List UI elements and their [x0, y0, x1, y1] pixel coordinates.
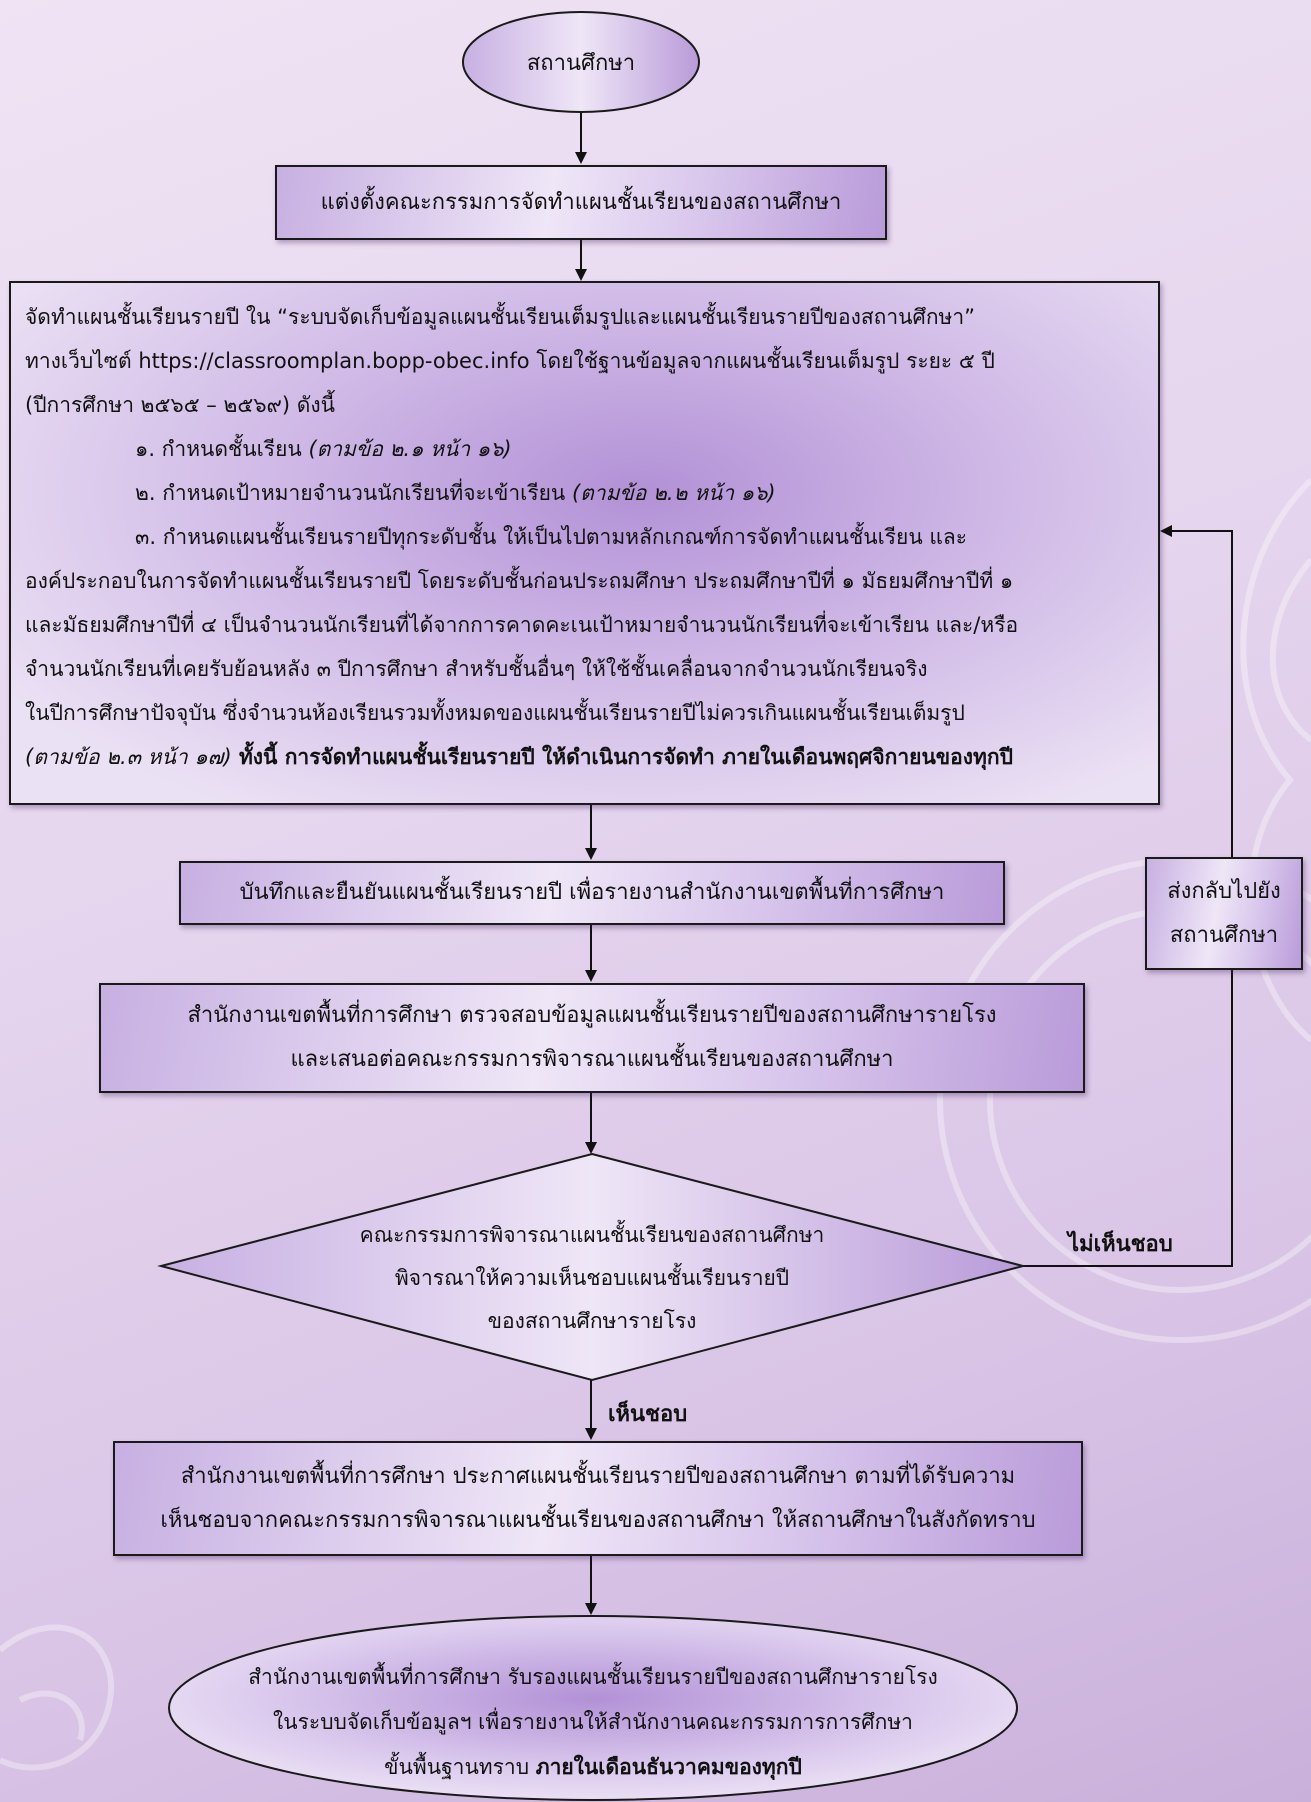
approve-label: เห็นชอบ [608, 1402, 688, 1427]
prepare-item-3-ref: (ตามข้อ ๒.๓ หน้า ๑๗) [25, 745, 232, 769]
prepare-item-2: ๒. กำหนดเป้าหมายจำนวนนักเรียนที่จะเข้าเร… [25, 471, 1144, 515]
certify-line-3: ขั้นพื้นฐานทราบ ภายในเดือนธันวาคมของทุกป… [384, 1752, 802, 1781]
prepare-item-3-line-3: และมัธยมศึกษาปีที่ ๔ เป็นจำนวนนักเรียนที… [25, 613, 1019, 637]
record-confirm-text: บันทึกและยืนยันแผนชั้นเรียนรายปี เพื่อรา… [239, 880, 945, 905]
announce-plan-box: สำนักงานเขตพื้นที่การศึกษา ประกาศแผนชั้น… [113, 1441, 1083, 1556]
decision-line-2: พิจารณาให้ความเห็นชอบแผนชั้นเรียนรายปี [395, 1263, 789, 1290]
prepare-item-3-line-1: ๓. กำหนดแผนชั้นเรียนรายปีทุกระดับชั้น ให… [135, 525, 968, 549]
prepare-line-1: จัดทำแผนชั้นเรียนรายปี ใน “ระบบจัดเก็บข้… [25, 305, 976, 329]
appoint-committee-box: แต่งตั้งคณะกรรมการจัดทำแผนชั้นเรียนของสถ… [275, 165, 887, 240]
certify-terminal: สำนักงานเขตพื้นที่การศึกษา รับรองแผนชั้น… [168, 1615, 1018, 1801]
prepare-class-plan-box: จัดทำแผนชั้นเรียนรายปี ใน “ระบบจัดเก็บข้… [9, 281, 1160, 805]
certify-deadline: ภายในเดือนธันวาคมของทุกปี [536, 1754, 802, 1781]
certify-line-2: ในระบบจัดเก็บข้อมูลฯ เพื่อรายงานให้สำนัก… [273, 1707, 913, 1735]
prepare-item-1-text: ๑. กำหนดชั้นเรียน [135, 437, 309, 461]
appoint-committee-text: แต่งตั้งคณะกรรมการจัดทำแผนชั้นเรียนของสถ… [320, 189, 842, 215]
return-to-school-box: ส่งกลับไปยัง สถานศึกษา [1145, 857, 1303, 970]
return-line-2: สถานศึกษา [1169, 922, 1279, 948]
reject-label: ไม่เห็นชอบ [1068, 1232, 1173, 1257]
announce-line-2: เห็นชอบจากคณะกรรมการพิจารณาแผนชั้นเรียนข… [160, 1507, 1036, 1533]
decision-line-3: ของสถานศึกษารายโรง [488, 1309, 697, 1333]
prepare-item-1: ๑. กำหนดชั้นเรียน (ตามข้อ ๒.๑ หน้า ๑๖) [25, 427, 1144, 471]
prepare-item-3-line-5: ในปีการศึกษาปัจจุบัน ซึ่งจำนวนห้องเรียนร… [25, 701, 965, 725]
area-office-check-box: สำนักงานเขตพื้นที่การศึกษา ตรวจสอบข้อมูล… [99, 983, 1085, 1093]
announce-line-1: สำนักงานเขตพื้นที่การศึกษา ประกาศแผนชั้น… [180, 1463, 1016, 1489]
prepare-item-2-text: ๒. กำหนดเป้าหมายจำนวนนักเรียนที่จะเข้าเร… [135, 481, 572, 505]
prepare-deadline: ทั้งนี้ การจัดทำแผนชั้นเรียนรายปี ให้ดำเ… [231, 745, 1013, 769]
certify-line-1: สำนักงานเขตพื้นที่การศึกษา รับรองแผนชั้น… [248, 1662, 938, 1689]
record-confirm-box: บันทึกและยืนยันแผนชั้นเรียนรายปี เพื่อรา… [179, 861, 1005, 925]
start-terminal-label: สถานศึกษา [527, 51, 635, 76]
prepare-item-3-line-6: (ตามข้อ ๒.๓ หน้า ๑๗) ทั้งนี้ การจัดทำแผน… [25, 735, 1144, 779]
prepare-line-2: ทางเว็บไซต์ https://classroomplan.bopp-o… [25, 349, 995, 373]
certify-line-3-prefix: ขั้นพื้นฐานทราบ [384, 1752, 536, 1779]
committee-decision: คณะกรรมการพิจารณาแผนชั้นเรียนของสถานศึกษ… [157, 1152, 1027, 1382]
prepare-item-2-ref: (ตามข้อ ๒.๒ หน้า ๑๖) [571, 481, 776, 505]
check-line-1: สำนักงานเขตพื้นที่การศึกษา ตรวจสอบข้อมูล… [187, 1003, 997, 1028]
decision-line-1: คณะกรรมการพิจารณาแผนชั้นเรียนของสถานศึกษ… [360, 1220, 825, 1247]
prepare-item-3-line-4: จำนวนนักเรียนที่เคยรับย้อนหลัง ๓ ปีการศึ… [25, 657, 928, 681]
arrow-return-to-prepare [1160, 525, 1233, 857]
arrow-reject-loop [1022, 970, 1233, 1267]
start-terminal: สถานศึกษา [462, 11, 700, 113]
prepare-line-3: (ปีการศึกษา ๒๕๖๕ – ๒๕๖๙) ดังนี้ [25, 393, 336, 417]
prepare-item-1-ref: (ตามข้อ ๒.๑ หน้า ๑๖) [308, 437, 512, 461]
check-line-2: และเสนอต่อคณะกรรมการพิจารณาแผนชั้นเรียนข… [290, 1047, 894, 1072]
return-line-1: ส่งกลับไปยัง [1167, 878, 1281, 904]
prepare-item-3-line-2: องค์ประกอบในการจัดทำแผนชั้นเรียนรายปี โด… [25, 569, 1014, 593]
